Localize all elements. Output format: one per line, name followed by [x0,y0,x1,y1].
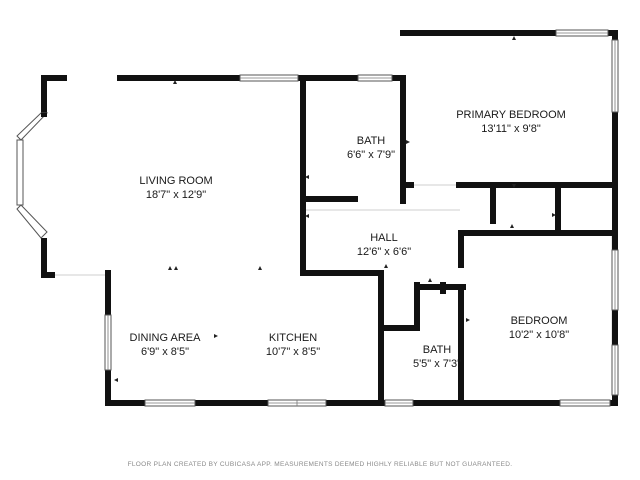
upper-bath-name: BATH [357,135,386,147]
kitchen-name: KITCHEN [269,332,317,344]
bedroom-name: BEDROOM [511,315,568,327]
door-marks [114,36,556,382]
lower-bath-dims: 5'5" x 7'3" [413,358,461,370]
kitchen-dims: 10'7" x 8'5" [266,346,320,358]
hall-name: HALL [370,232,398,244]
interior-outlines [55,184,613,395]
lower-bath-name: BATH [423,344,452,356]
walls [41,30,618,406]
windows [16,29,619,407]
primary-bedroom-dims: 13'11" x 9'8" [481,123,541,135]
room-labels: LIVING ROOM 18'7" x 12'9" BATH 6'6" x 7'… [130,109,570,370]
footer-disclaimer: FLOOR PLAN CREATED BY CUBICASA APP. MEAS… [128,461,513,468]
living-room-dims: 18'7" x 12'9" [146,189,206,201]
bedroom-dims: 10'2" x 10'8" [509,329,569,341]
dining-area-dims: 6'9" x 8'5" [141,346,189,358]
primary-bedroom-name: PRIMARY BEDROOM [456,109,566,121]
dining-area-name: DINING AREA [130,332,202,344]
living-room-name: LIVING ROOM [139,175,212,187]
hall-dims: 12'6" x 6'6" [357,246,411,258]
upper-bath-dims: 6'6" x 7'9" [347,149,395,161]
